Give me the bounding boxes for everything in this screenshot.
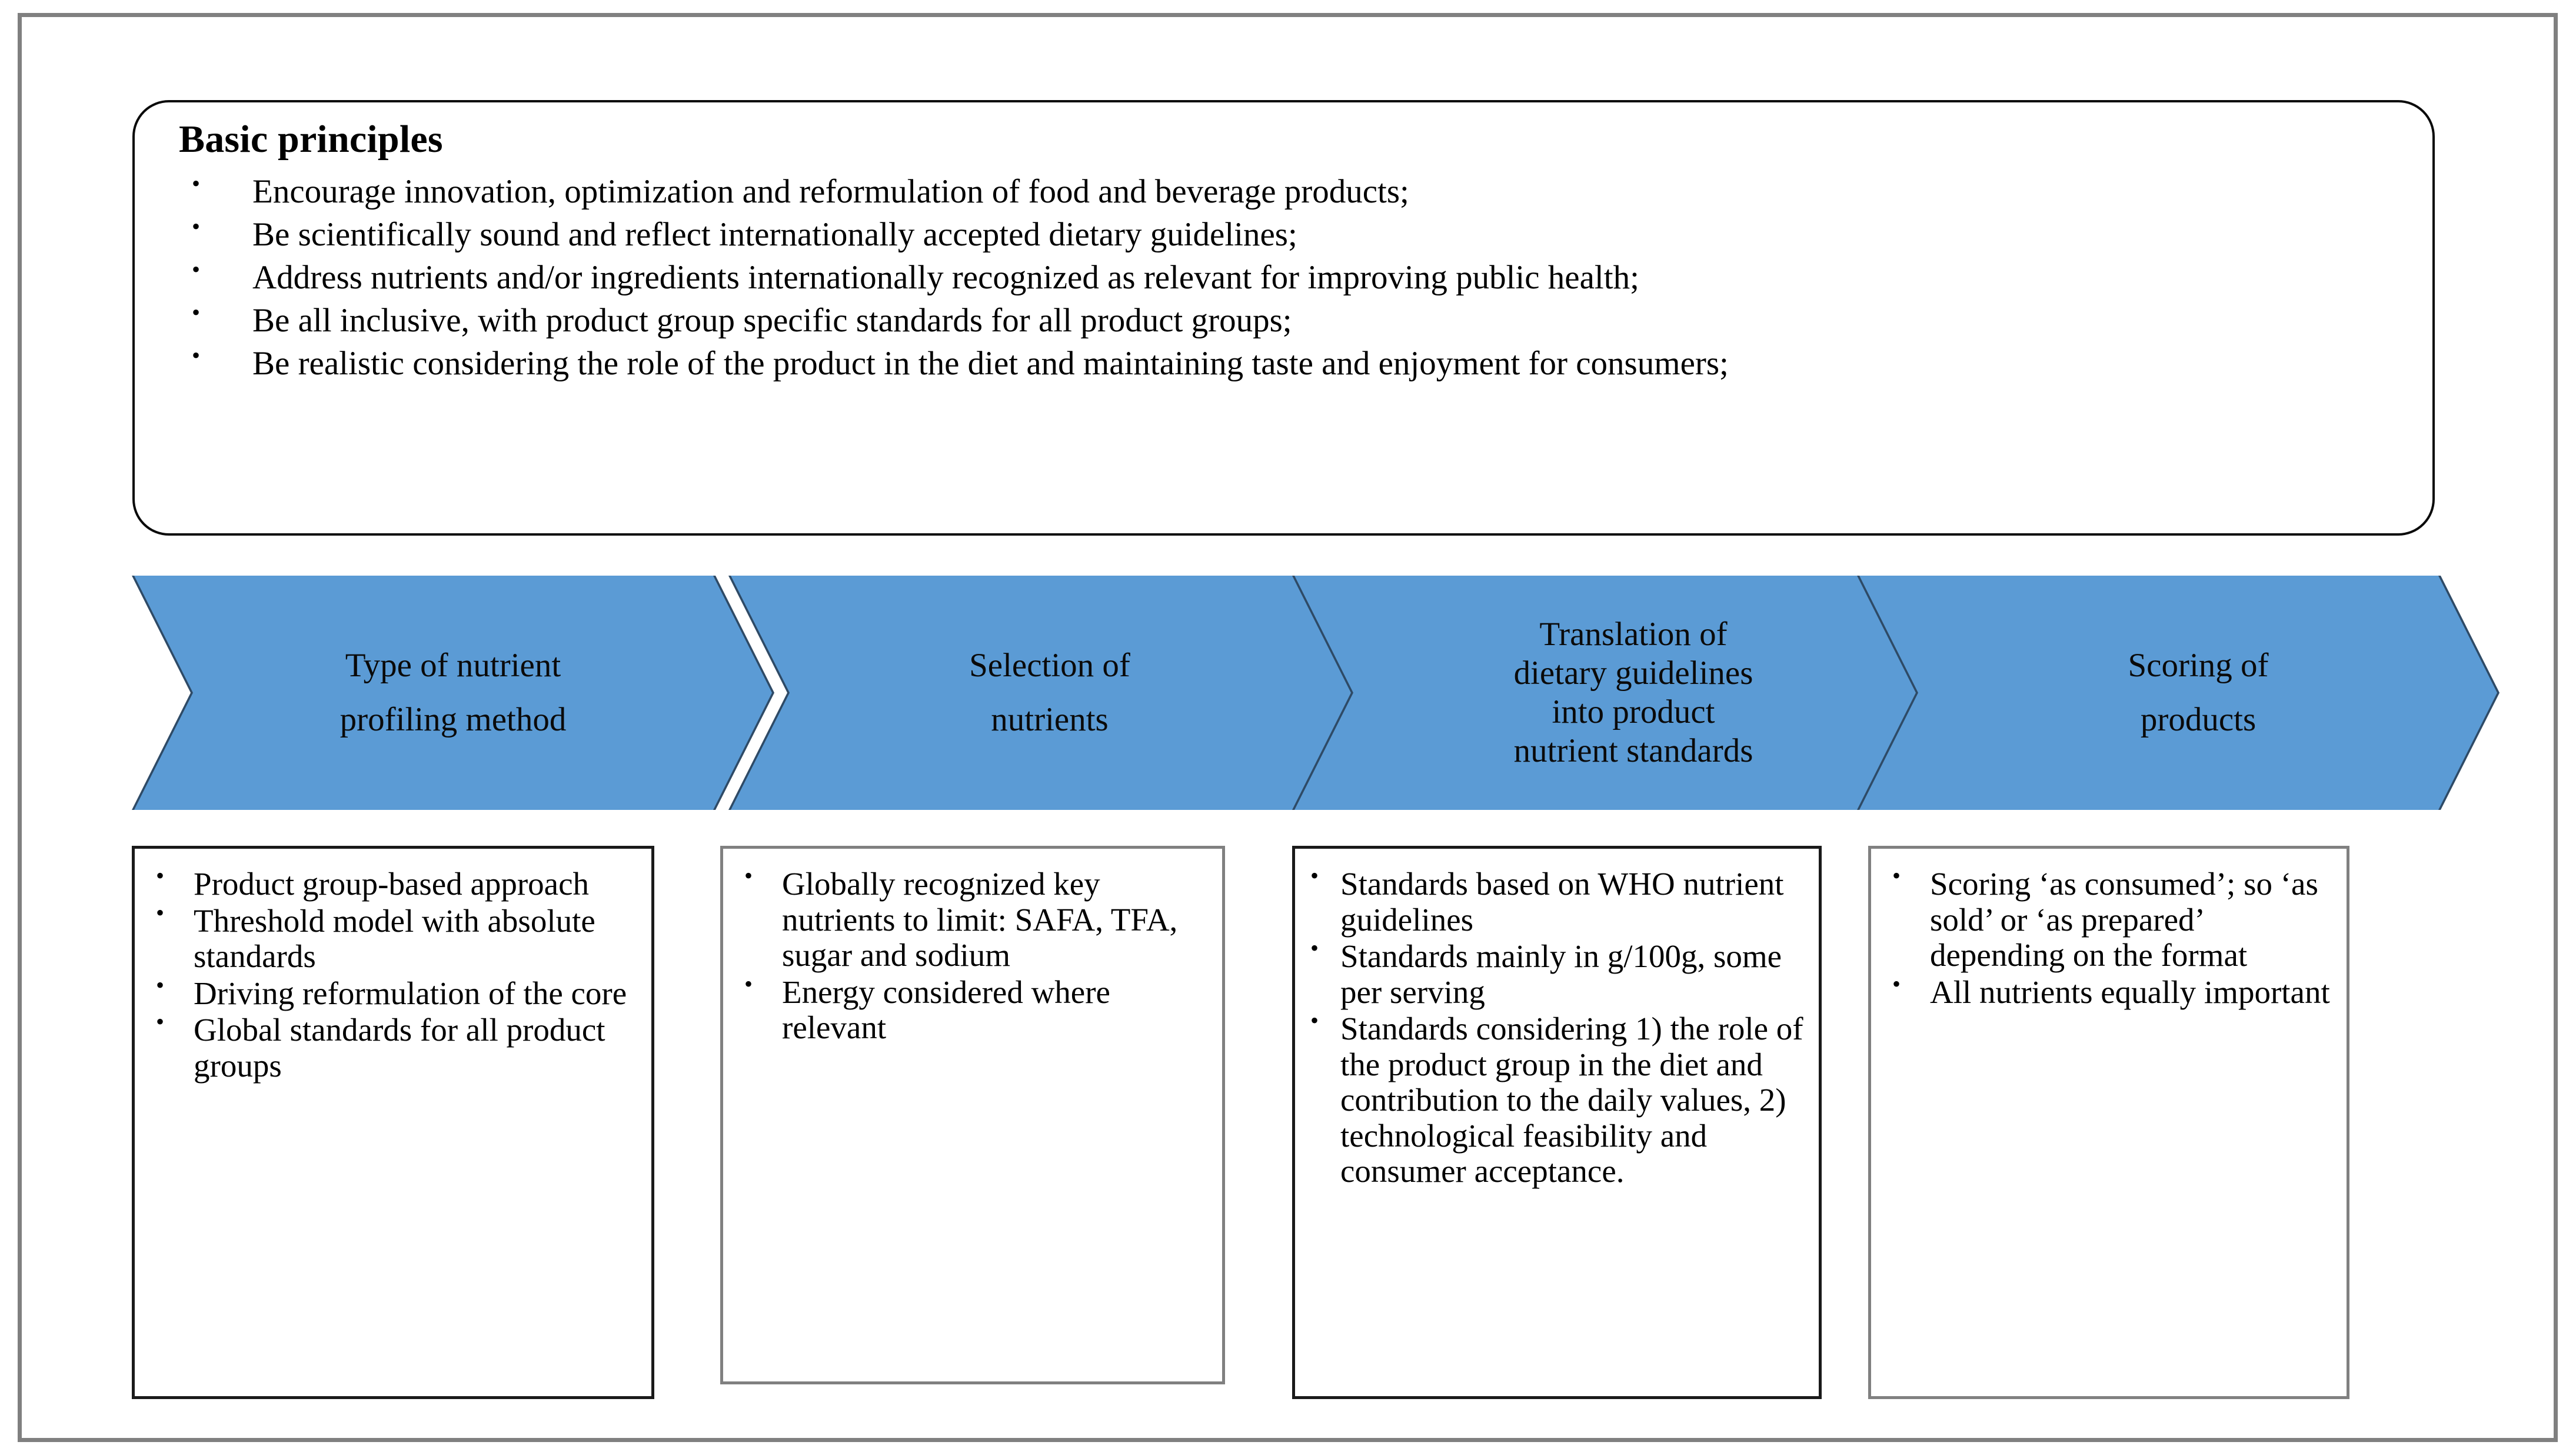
principle-bullet: Address nutrients and/or ingredients int… [167, 257, 2415, 296]
basic-principles-list: Encourage innovation, optimization and r… [167, 171, 2415, 388]
detail-item: Energy considered where relevant [736, 971, 1212, 1046]
outer-frame-border [18, 13, 2558, 1442]
detail-item: Threshold model with absolute standards [148, 900, 641, 975]
principle-bullet: Be scientifically sound and reflect inte… [167, 214, 2415, 253]
detail-item: Globally recognized key nutrients to lim… [736, 863, 1212, 974]
detail-item: Product group-based approach [148, 863, 641, 902]
chevron-step-2[interactable] [731, 576, 1369, 810]
detail-item: Global standards for all product groups [148, 1009, 641, 1084]
detail-list-3: Standards based on WHO nutrient guidelin… [1295, 849, 1819, 1190]
detail-item: Scoring ‘as consumed’; so ‘as sold’ or ‘… [1884, 863, 2336, 974]
detail-item: Standards mainly in g/100g, some per ser… [1308, 935, 1808, 1010]
chevron-step-1[interactable] [134, 576, 772, 810]
detail-item: Standards based on WHO nutrient guidelin… [1308, 863, 1808, 938]
detail-list-2: Globally recognized key nutrients to lim… [723, 849, 1222, 1046]
basic-principles-box: Basic principles Encourage innovation, o… [132, 100, 2435, 536]
detail-item: All nutrients equally important [1884, 971, 2336, 1011]
detail-list-4: Scoring ‘as consumed’; so ‘as sold’ or ‘… [1871, 849, 2347, 1010]
chevron-step-4[interactable] [1859, 576, 2497, 810]
principle-bullet: Be all inclusive, with product group spe… [167, 300, 2415, 339]
detail-box-2: Globally recognized key nutrients to lim… [720, 846, 1225, 1384]
detail-box-1: Product group-based approach Threshold m… [132, 846, 654, 1399]
principle-bullet: Be realistic considering the role of the… [167, 343, 2415, 382]
detail-list-1: Product group-based approach Threshold m… [135, 849, 651, 1084]
chevron-step-3[interactable] [1294, 576, 1932, 810]
detail-box-3: Standards based on WHO nutrient guidelin… [1292, 846, 1822, 1399]
detail-item: Standards considering 1) the role of the… [1308, 1008, 1808, 1190]
principle-bullet: Encourage innovation, optimization and r… [167, 171, 2415, 210]
detail-box-4: Scoring ‘as consumed’; so ‘as sold’ or ‘… [1868, 846, 2349, 1399]
detail-item: Driving reformulation of the core [148, 972, 641, 1012]
basic-principles-title: Basic principles [179, 118, 443, 161]
